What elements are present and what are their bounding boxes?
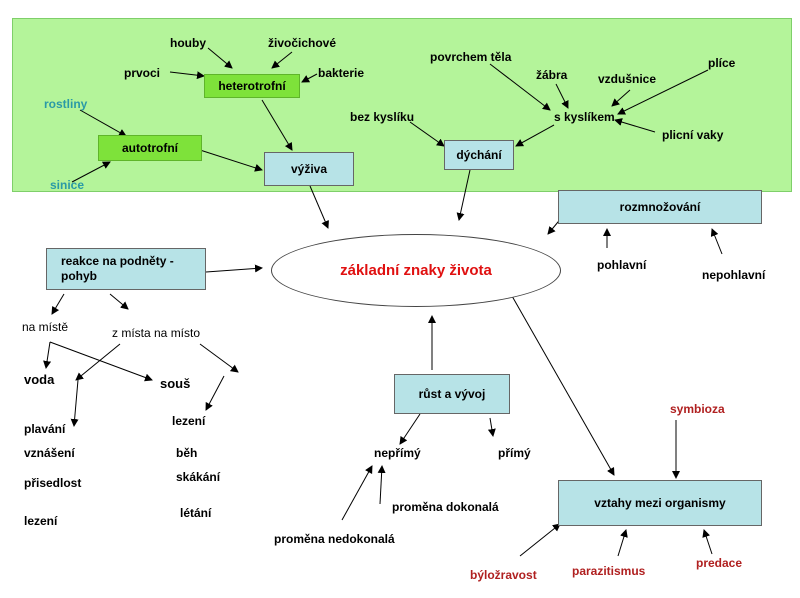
arrow-bez-kysliku-dychani — [409, 121, 445, 147]
label-vznaseni: vznášení — [24, 446, 75, 460]
rozmnozovani-label: rozmnožování — [619, 200, 701, 214]
label-plicni-vaky: plicní vaky — [662, 128, 724, 142]
label-parazitismus: parazitismus — [572, 564, 646, 578]
arrow-dokonala-neprimy — [377, 465, 386, 505]
label-sinice: sinice — [50, 178, 85, 192]
arrow-heterotrofni-vyziva — [261, 99, 293, 151]
arrow-bylozravost-vztahy — [519, 523, 561, 557]
dychani-label: dýchání — [456, 148, 502, 162]
nutrition-respiration-panel — [12, 18, 792, 192]
arrow-vzdusnice-s-kyslikem — [611, 89, 631, 107]
arrow-sous-lezeni — [205, 375, 225, 411]
arrow-s-kyslikem-dychani — [515, 124, 555, 147]
label-bylozravost: býložravost — [470, 568, 537, 582]
arrow-bakterie-heterotrofni — [301, 73, 318, 83]
label-bez-kysliku: bez kyslíku — [350, 110, 415, 124]
arrow-prvoci-heterotrofni — [169, 71, 205, 80]
arrow-z-mista-sous — [199, 343, 239, 373]
label-z-mista-na-misto: z místa na místo — [112, 326, 201, 340]
label-primy: přímý — [498, 446, 531, 460]
arrow-rust-neprimy — [399, 413, 421, 445]
label-sous: souš — [160, 376, 191, 391]
arrow-povrchem-s-kyslikem — [489, 63, 551, 111]
dychani-box: dýchání — [444, 140, 514, 170]
heterotrofni-label: heterotrofní — [218, 79, 286, 93]
label-s-kyslikem: s kyslíkem — [554, 110, 615, 124]
reakce-label: reakce na podněty - pohyb — [61, 254, 174, 283]
arrow-zivocichove-heterotrofni — [271, 51, 293, 69]
label-promena-nedokonala: proměna nedokonalá — [274, 532, 395, 546]
arrow-reakce-center — [205, 264, 263, 273]
label-neprimy: nepřímý — [374, 446, 421, 460]
arrow-reakce-z-mista — [109, 293, 129, 310]
label-letani: létání — [180, 506, 212, 520]
arrow-na-miste-sous — [49, 341, 153, 382]
arrow-nedokonala-neprimy — [341, 465, 373, 521]
arrow-voda-plavani — [70, 379, 79, 427]
label-beh: běh — [176, 446, 198, 460]
arrow-vyziva-center — [309, 185, 329, 229]
arrow-reakce-na-miste — [51, 293, 65, 315]
label-skakani: skákání — [176, 470, 221, 484]
arrow-parazitismus-vztahy — [617, 529, 628, 557]
label-prisedlost: přisedlost — [24, 476, 82, 490]
rust-box: růst a vývoj — [394, 374, 510, 414]
arrow-houby-heterotrofni — [207, 47, 233, 69]
label-na-miste: na místě — [22, 320, 69, 334]
vyziva-box: výživa — [264, 152, 354, 186]
label-promena-dokonala: proměna dokonalá — [392, 500, 499, 514]
rozmnozovani-box: rozmnožování — [558, 190, 762, 224]
arrow-dychani-center — [456, 169, 471, 221]
reakce-box: reakce na podněty - pohyb — [46, 248, 206, 290]
label-symbioza: symbioza — [670, 402, 725, 416]
label-pohlavni: pohlavní — [597, 258, 647, 272]
label-plavani: plavání — [24, 422, 66, 436]
arrow-zabra-s-kyslikem — [555, 83, 569, 109]
label-voda: voda — [24, 372, 55, 387]
autotrofni-box: autotrofní — [98, 135, 202, 161]
label-predace: predace — [696, 556, 743, 570]
arrow-sinice-autotrofni — [71, 161, 111, 183]
label-zivocichove: živočichové — [268, 36, 337, 50]
label-plice: plíce — [708, 56, 736, 70]
label-prvoci: prvoci — [124, 66, 161, 80]
arrow-nepohlavni-rozmnozovani — [710, 228, 723, 255]
arrow-na-miste-voda — [43, 341, 52, 369]
arrow-center-vztahy — [511, 295, 615, 476]
arrow-plice-s-kyslikem — [617, 69, 709, 115]
label-vzdusnice: vzdušnice — [598, 72, 657, 86]
vyziva-label: výživa — [290, 162, 328, 176]
center-node: základní znaky života — [271, 234, 561, 307]
label-zabra: žábra — [536, 68, 568, 82]
label-bakterie: bakterie — [318, 66, 365, 80]
arrow-autotrofni-vyziva — [199, 149, 263, 172]
arrow-z-mista-voda — [75, 343, 121, 381]
arrow-predace-vztahy — [702, 529, 713, 555]
arrow-rust-primy — [487, 417, 496, 437]
vztahy-box: vztahy mezi organismy — [558, 480, 762, 526]
label-houby: houby — [170, 36, 206, 50]
label-lezeni-voda: lezení — [24, 514, 58, 528]
label-povrchem-tela: povrchem těla — [430, 50, 512, 64]
vztahy-label: vztahy mezi organismy — [594, 496, 726, 510]
label-lezeni-sous: lezení — [172, 414, 206, 428]
autotrofni-label: autotrofní — [122, 141, 178, 155]
heterotrofni-box: heterotrofní — [204, 74, 300, 98]
label-nepohlavni: nepohlavní — [702, 268, 766, 282]
rust-label: růst a vývoj — [418, 387, 486, 401]
center-label: základní znaky života — [340, 262, 492, 279]
arrow-rostliny-autotrofni — [79, 109, 127, 137]
arrow-plicni-vaky-s-kyslikem — [614, 118, 656, 133]
label-rostliny: rostliny — [44, 97, 88, 111]
